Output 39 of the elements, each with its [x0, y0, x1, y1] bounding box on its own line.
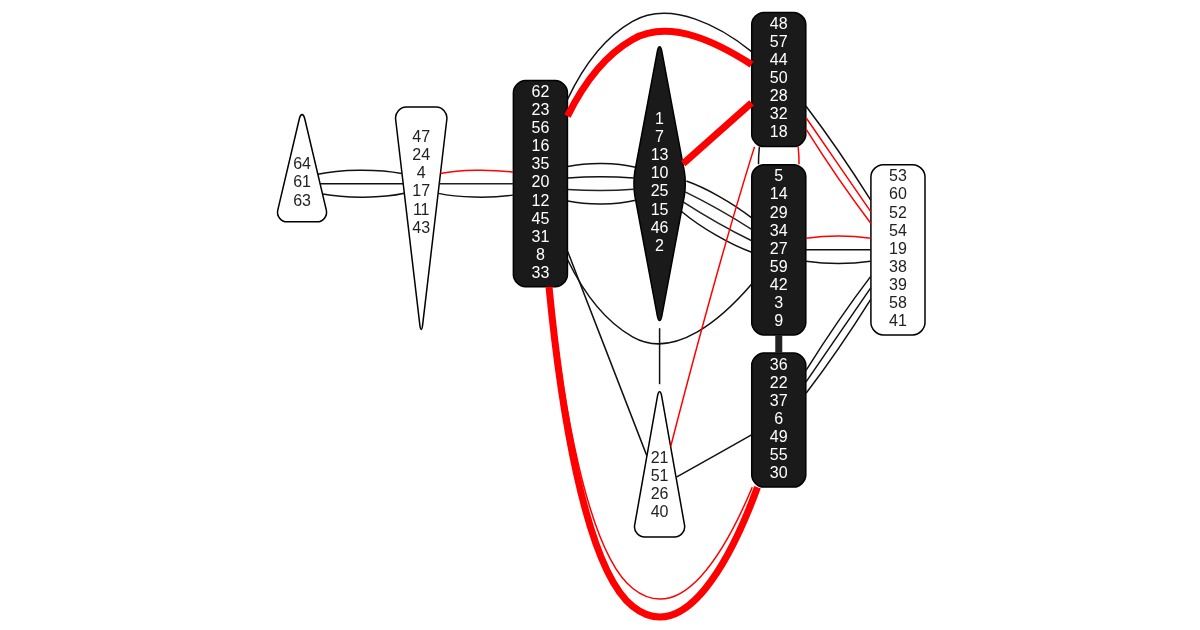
node-box: 62 23 56 16 35 20 12 45 31 8 33 — [512, 79, 569, 288]
connector — [564, 27, 754, 118]
connector — [439, 169, 514, 175]
connector — [566, 162, 637, 168]
node-box: 36 22 37 6 49 55 30 — [751, 352, 807, 488]
connector — [658, 327, 661, 385]
connector — [566, 12, 753, 101]
connector — [805, 116, 872, 213]
connector — [805, 235, 872, 239]
connector — [805, 128, 872, 224]
connector — [797, 146, 800, 166]
connector — [805, 298, 872, 395]
connector — [566, 258, 753, 345]
connector — [437, 192, 515, 198]
connector — [680, 210, 753, 253]
connector — [805, 249, 872, 251]
connector — [805, 275, 872, 372]
connector — [438, 182, 514, 185]
connector — [675, 434, 753, 478]
node-box: 48 57 44 50 28 32 18 — [751, 11, 807, 148]
connector — [566, 199, 637, 205]
node-box: 5 14 29 34 27 59 42 3 9 — [751, 163, 807, 336]
connector — [317, 169, 403, 176]
connector — [321, 192, 406, 198]
connector — [566, 176, 635, 179]
node-box: 53 60 52 54 19 38 39 58 41 — [870, 163, 926, 336]
connector — [805, 105, 872, 201]
connector — [684, 191, 753, 230]
connector — [566, 188, 635, 192]
connector — [757, 146, 761, 166]
connector — [319, 182, 404, 185]
connector — [685, 180, 753, 219]
connector — [805, 287, 872, 383]
connector — [805, 260, 872, 265]
connector — [680, 100, 754, 167]
connector — [775, 335, 783, 353]
connector — [566, 250, 648, 457]
connector — [669, 145, 756, 448]
connector — [682, 201, 753, 242]
